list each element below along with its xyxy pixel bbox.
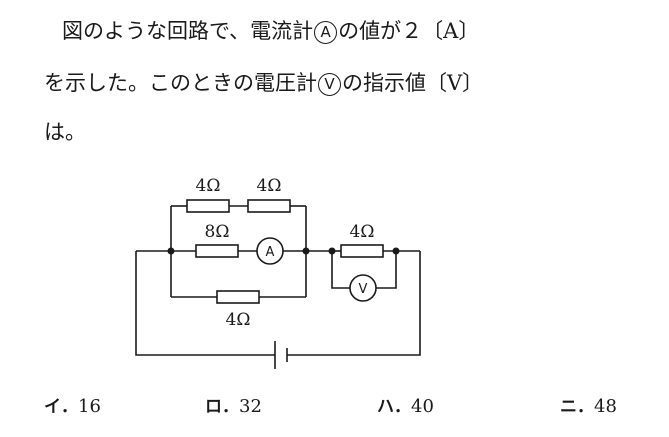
circuit-diagram: 4Ω 4Ω 8Ω 4Ω 4Ω A V: [135, 176, 421, 369]
top-resistor-2-label: 4Ω: [257, 176, 282, 196]
middle-resistor: [195, 244, 239, 258]
choice-label: ロ．: [205, 397, 239, 417]
choice-value: 48: [594, 396, 617, 417]
question-line-1-start: 図のような回路で、電流計: [62, 19, 314, 43]
bottom-resistor-label: 4Ω: [226, 310, 251, 330]
answer-choices: イ．16 ロ．32 ハ．40 ニ．48: [0, 392, 669, 426]
voltmeter-label: V: [359, 282, 368, 297]
choice-value: 32: [239, 396, 262, 417]
choice-label: ハ．: [377, 397, 411, 417]
junction-node: [328, 247, 336, 255]
ammeter-symbol: A: [314, 21, 338, 44]
choice-ni[interactable]: ニ．48: [560, 392, 617, 417]
top-resistor-1: [186, 199, 230, 213]
junction-node: [302, 247, 310, 255]
choice-label: イ．: [44, 397, 78, 417]
choice-label: ニ．: [560, 397, 594, 417]
middle-resistor-label: 8Ω: [205, 222, 230, 242]
series-resistor: [340, 244, 384, 258]
choice-i[interactable]: イ．16: [44, 392, 101, 417]
junction-node: [392, 247, 400, 255]
question-line-2-end: の指示値〔V〕: [342, 71, 484, 95]
top-resistor-2: [247, 199, 291, 213]
question-line-1-end: の値が２〔A〕: [338, 19, 480, 43]
question-line-3: は。: [44, 120, 86, 144]
choice-value: 40: [411, 396, 434, 417]
voltmeter-symbol: V: [318, 73, 341, 96]
choice-ro[interactable]: ロ．32: [205, 392, 262, 417]
right-wire: [287, 251, 421, 356]
choice-value: 16: [78, 396, 101, 417]
top-resistor-1-label: 4Ω: [196, 176, 221, 196]
choice-ha[interactable]: ハ．40: [377, 392, 434, 417]
voltmeter: [349, 274, 377, 302]
junction-node: [167, 247, 175, 255]
question-line-2-start: を示した。このときの電圧計: [44, 71, 317, 95]
voltmeter-branch-wire: [331, 251, 397, 289]
bottom-resistor: [216, 290, 260, 304]
left-wire: [135, 251, 275, 356]
series-resistor-label: 4Ω: [350, 222, 375, 242]
ammeter-label: A: [266, 245, 275, 260]
